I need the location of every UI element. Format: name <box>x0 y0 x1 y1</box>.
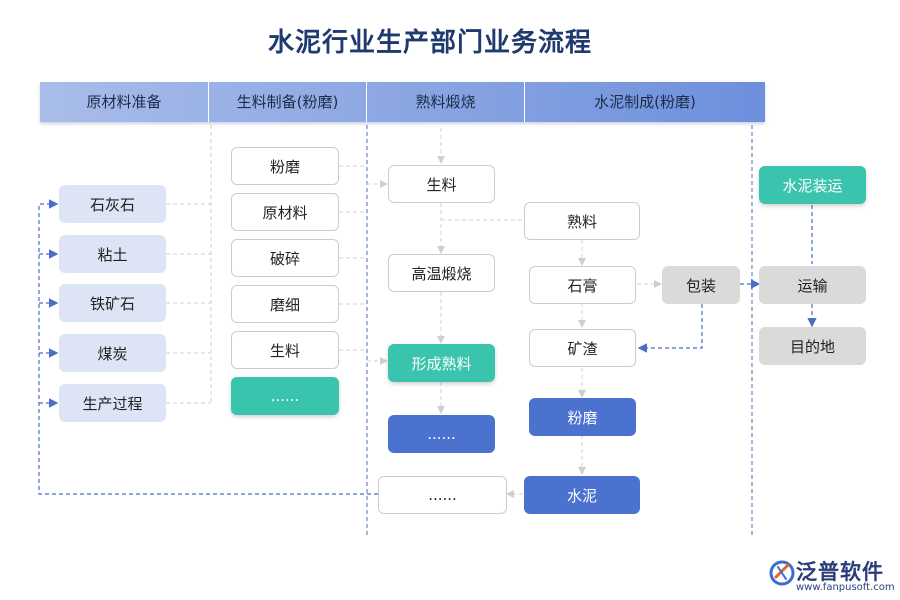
lane-divider <box>208 82 209 122</box>
lane-header-cement: 水泥制成(粉磨) <box>594 93 696 111</box>
node-high-temp-calcination: 高温煅烧 <box>388 254 495 292</box>
col2-connectors <box>339 165 388 365</box>
node-clinker: 熟料 <box>524 202 640 240</box>
node-raw-material: 原材料 <box>231 193 339 231</box>
col3-connectors <box>437 128 524 414</box>
node-gypsum: 石膏 <box>529 266 636 304</box>
node-production-process: 生产过程 <box>59 384 166 422</box>
node-more-output: ...... <box>378 476 507 514</box>
col1-connectors <box>166 203 211 404</box>
node-limestone: 石灰石 <box>59 185 166 223</box>
node-clay: 粘土 <box>59 235 166 273</box>
node-more-raw-meal: ...... <box>231 377 339 415</box>
return-connectors <box>38 199 817 495</box>
node-packaging: 包装 <box>662 266 740 304</box>
node-grinding: 粉磨 <box>231 147 339 185</box>
lane-divider <box>524 82 525 122</box>
lane-header: 原材料准备 生料制备(粉磨) 熟料煅烧 水泥制成(粉磨) <box>40 82 765 122</box>
node-coal: 煤炭 <box>59 334 166 372</box>
brand-logo-icon <box>769 560 795 586</box>
col4-connectors <box>506 240 662 498</box>
node-iron-ore: 铁矿石 <box>59 284 166 322</box>
node-cement: 水泥 <box>524 476 640 514</box>
brand-url: www.fanpusoft.com <box>796 582 895 593</box>
node-form-clinker: 形成熟料 <box>388 344 495 382</box>
lane-header-clinker: 熟料煅烧 <box>415 93 476 111</box>
node-cement-grinding: 粉磨 <box>529 398 636 436</box>
lane-divider <box>366 82 367 122</box>
node-transport: 运输 <box>759 266 866 304</box>
brand-name: 泛普软件 <box>796 560 884 584</box>
node-more-clinker: ...... <box>388 415 495 453</box>
node-fine-grinding: 磨细 <box>231 285 339 323</box>
lane-header-raw-material: 原材料准备 <box>86 93 162 111</box>
node-raw-meal-input: 生料 <box>388 165 495 203</box>
node-slag: 矿渣 <box>529 329 636 367</box>
node-crushing: 破碎 <box>231 239 339 277</box>
node-cement-shipping: 水泥装运 <box>759 166 866 204</box>
node-destination: 目的地 <box>759 327 866 365</box>
node-raw-meal: 生料 <box>231 331 339 369</box>
lane-header-raw-meal: 生料制备(粉磨) <box>236 93 339 111</box>
page-title: 水泥行业生产部门业务流程 <box>267 28 592 58</box>
